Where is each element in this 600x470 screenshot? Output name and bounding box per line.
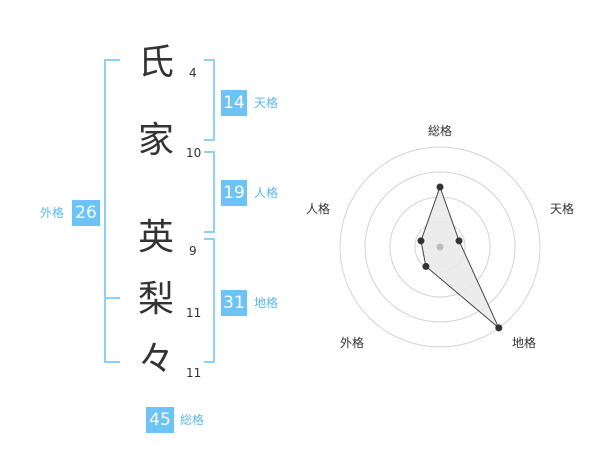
soukaku-value: 45 [146,407,174,433]
tenkaku-value: 14 [221,90,247,116]
stroke-count-2: 10 [186,146,202,160]
radar-point-3 [495,324,503,332]
name-char-5: 々 [137,339,174,380]
gaikaku-bracket [104,59,120,363]
jinkaku-label: 人格 [254,186,279,200]
chikaku-bracket [204,238,215,363]
radar-axis-label-4: 外格 [340,335,364,350]
radar-area [420,185,500,329]
jinkaku-bracket [204,151,215,233]
gaikaku-value: 26 [72,200,100,226]
gaikaku-bracket-tick [104,297,120,299]
stroke-count-3: 9 [189,244,197,258]
radar-axis-label-3: 地格 [512,335,536,350]
gaikaku-label: 外格 [40,206,65,220]
tenkaku-label: 天格 [254,96,279,110]
name-char-2: 家 [137,120,174,161]
radar-point-1 [436,183,444,191]
stroke-count-5: 11 [186,366,202,380]
jinkaku-value: 19 [221,180,247,206]
tenkaku-bracket [204,59,215,141]
radar-point-2 [455,237,463,245]
radar-ring-4 [339,146,541,348]
radar-axis-label-5: 人格 [306,201,330,216]
stroke-count-4: 11 [186,306,202,320]
radar-ring-3 [364,171,516,323]
radar-point-4 [422,262,430,270]
radar-axis-label-2: 天格 [550,201,574,216]
name-char-4: 梨 [137,279,174,320]
name-char-1: 氏 [137,42,174,83]
chikaku-value: 31 [221,290,247,316]
chikaku-label: 地格 [254,296,279,310]
radar-center [436,243,444,251]
radar-axis-label-1: 総格 [428,123,452,138]
name-char-3: 英 [137,217,174,258]
soukaku-label: 総格 [180,413,205,427]
stroke-count-1: 4 [189,66,197,80]
radar-point-5 [417,237,425,245]
